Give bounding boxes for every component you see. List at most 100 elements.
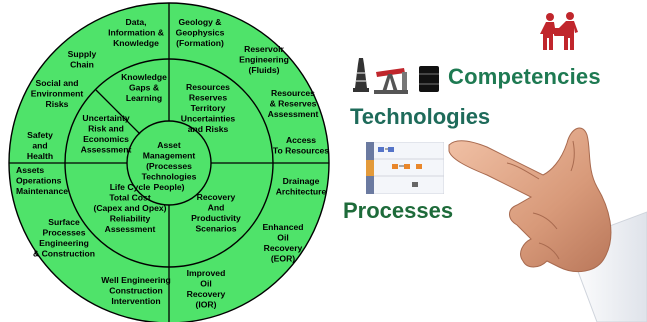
wheel-label-line: Operations xyxy=(16,176,62,186)
wheel-label-line: Uncertainty xyxy=(82,113,129,123)
wheel-label-line: Knowledge xyxy=(113,38,159,48)
wheel-label-line: Social and xyxy=(36,78,79,88)
wheel-label-line: Reservoir xyxy=(244,44,284,54)
wheel-label-line: Engineering xyxy=(239,55,289,65)
wheel-label-data: Data,Information &Knowledge xyxy=(108,17,164,48)
wheel-label-line: Oil xyxy=(200,279,211,289)
wheel-label-line: Data, xyxy=(125,17,146,27)
wheel-label-line: Geology & xyxy=(179,17,222,27)
wheel-label-line: Recovery xyxy=(187,289,226,299)
wheel-label-line: Recovery xyxy=(264,243,303,253)
wheel-label-line: (Capex and Opex) xyxy=(93,203,166,213)
processes-label: Processes xyxy=(343,198,454,223)
wheel-label-line: Well Engineering xyxy=(101,275,171,285)
wheel-label-line: Reserves xyxy=(189,93,227,103)
wheel-label-line: Processes xyxy=(42,228,85,238)
wheel-label-line: Reliability xyxy=(110,214,151,224)
wheel-label-line: Life Cycle xyxy=(110,182,151,192)
wheel-label-line: Territory xyxy=(191,103,226,113)
wheel-label-line: Enhanced xyxy=(262,222,303,232)
wheel-label-line: Assets xyxy=(16,165,44,175)
wheel-label-line: Gaps & xyxy=(129,83,159,93)
wheel-label-line: Surface xyxy=(48,217,80,227)
wheel-label-line: & Reserves xyxy=(270,99,317,109)
people-icon xyxy=(540,12,578,50)
drill-tower-icon xyxy=(353,58,369,92)
wheel-label-line: Improved xyxy=(187,268,226,278)
wheel-label-line: Supply xyxy=(68,49,97,59)
pointing-hand-icon xyxy=(448,127,647,322)
wheel-label-line: and xyxy=(32,141,47,151)
wheel-label-line: Health xyxy=(27,151,53,161)
wheel-label-line: Assessment xyxy=(81,145,132,155)
wheel-label-line: Chain xyxy=(70,60,94,70)
divider-upper-left xyxy=(95,89,141,135)
wheel-label-line: & Construction xyxy=(33,249,95,259)
wheel-label-line: Assessment xyxy=(105,224,156,234)
wheel-label-line: Asset xyxy=(157,140,181,150)
wheel-label-line: Total Cost xyxy=(109,193,151,203)
wheel-label-line: Economics xyxy=(83,134,129,144)
wheel-label-line: Knowledge xyxy=(121,72,167,82)
wheel-label-line: Recovery xyxy=(197,192,236,202)
wheel-label-line: Maintenance xyxy=(16,186,68,196)
wheel-label-line: Environment xyxy=(31,89,84,99)
wheel-label-line: Oil xyxy=(277,233,288,243)
wheel-label-line: Drainage xyxy=(283,176,320,186)
wheel-label-geology: Geology &Geophysics(Formation) xyxy=(176,17,225,48)
wheel-label-line: (EOR) xyxy=(271,254,295,264)
wheel-label-line: Architecture xyxy=(276,187,327,197)
wheel-label-line: Information & xyxy=(108,28,164,38)
wheel-label-line: Risk and xyxy=(88,124,124,134)
wheel-label-line: Engineering xyxy=(39,238,89,248)
wheel-label-line: (IOR) xyxy=(195,300,216,310)
wheel-label-line: And xyxy=(208,203,225,213)
wheel-label-line: and Risks xyxy=(188,124,229,134)
wheel-label-line: Productivity xyxy=(191,213,241,223)
wheel-label-line: Risks xyxy=(46,99,69,109)
wheel-label-line: Construction xyxy=(109,286,162,296)
wheel-label-line: Access xyxy=(286,135,316,145)
wheel-label-line: (Fluids) xyxy=(248,65,279,75)
wheel-label-line: People) xyxy=(153,182,184,192)
wheel-label-line: (Processes xyxy=(146,161,192,171)
competencies-label: Competencies xyxy=(448,64,601,89)
wheel-label-line: Resources xyxy=(186,82,230,92)
wheel-label-line: Geophysics xyxy=(176,28,225,38)
technologies-label: Technologies xyxy=(350,104,491,129)
wheel-label-line: To Resources xyxy=(273,146,329,156)
wheel-label-line: Management xyxy=(143,151,196,161)
wheel-label-line: (Formation) xyxy=(176,38,224,48)
wheel-label-line: Assessment xyxy=(268,109,319,119)
pumpjack-icon xyxy=(374,68,408,94)
wheel-label-line: Intervention xyxy=(111,296,160,306)
wheel-label-line: Resources xyxy=(271,88,315,98)
wheel-label-line: Safety xyxy=(27,130,53,140)
wheel-label-line: Uncertainties xyxy=(181,114,236,124)
wheel-label-line: Scenarios xyxy=(195,224,236,234)
wheel-label-line: Technologies xyxy=(142,172,197,182)
